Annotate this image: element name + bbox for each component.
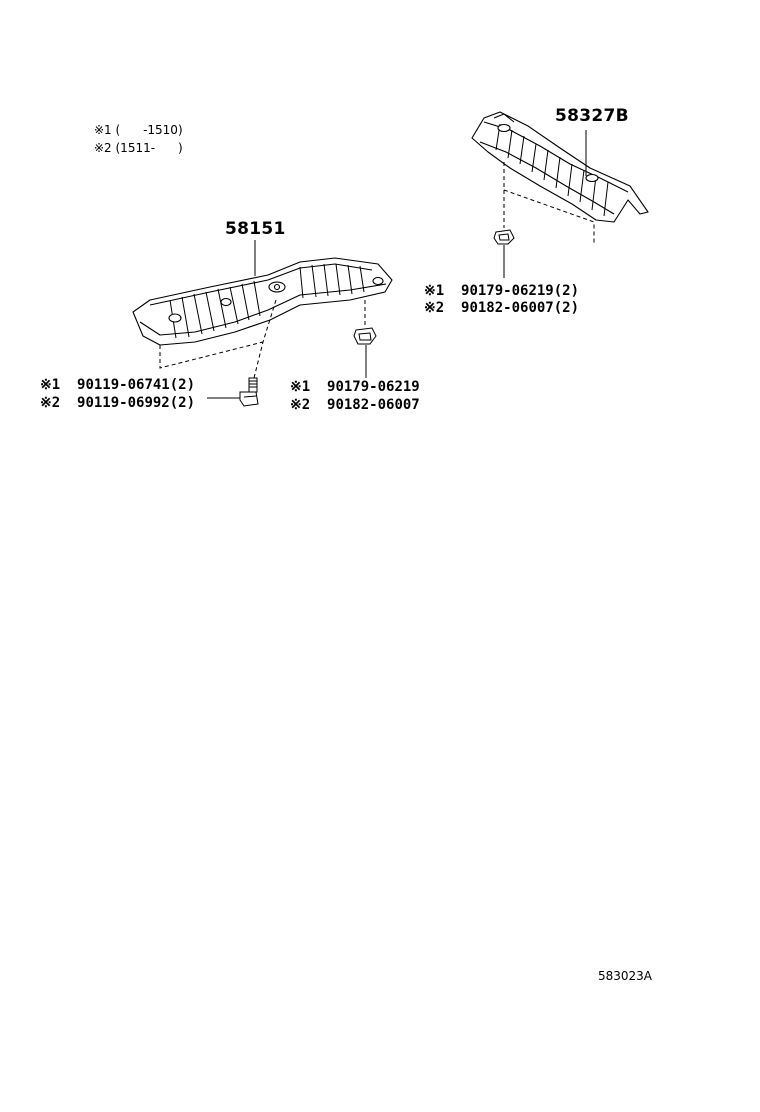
right-clip-code-1: ※1 90179-06219 (290, 379, 420, 395)
legend-line-1: ※1 ( -1510) (94, 123, 183, 137)
rear-cover-58327b (472, 112, 648, 222)
part-label-58151: 58151 (225, 219, 286, 239)
left-bolt-code-2: ※2 90119-06992(2) (40, 395, 196, 411)
rear-clip-code-2: ※2 90182-06007(2) (424, 300, 580, 316)
floor-cover-58151 (133, 258, 392, 345)
bolt-90119 (240, 378, 258, 406)
left-bolt-code-1: ※1 90119-06741(2) (40, 377, 196, 393)
clip-90179-rear (494, 230, 514, 244)
diagram-reference: 583023A (598, 969, 653, 983)
rear-clip-code-1: ※1 90179-06219(2) (424, 283, 580, 299)
right-clip-code-2: ※2 90182-06007 (290, 397, 420, 413)
clip-90179-right (354, 328, 376, 344)
part-label-58327b: 58327B (555, 106, 629, 126)
legend-line-2: ※2 (1511- ) (94, 141, 183, 155)
